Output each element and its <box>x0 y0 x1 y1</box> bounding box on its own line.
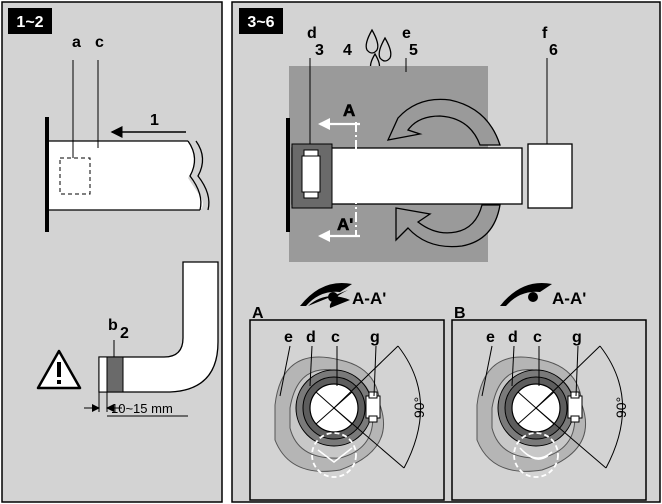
label-b: b <box>108 317 118 334</box>
wrap-arrow-top <box>386 98 501 146</box>
label-d: d <box>307 25 317 42</box>
dimension-label: 10~15 mm <box>111 401 173 416</box>
drain-point-a <box>311 432 357 478</box>
pipe-end-cap <box>98 356 108 393</box>
subpanel-a-label-d: d <box>306 329 316 346</box>
panel-left: 1~2 a c 1 b 2 <box>1 1 223 503</box>
label-c: c <box>95 34 104 51</box>
pipe-right <box>291 143 573 209</box>
subpanel-a-letter: A <box>252 305 264 322</box>
step-4-number: 4 <box>343 42 352 59</box>
angle-label-a: 90° <box>411 397 427 418</box>
subpanel-b-label-g: g <box>572 329 582 346</box>
bent-pipe <box>98 261 219 393</box>
svg-text:3~6: 3~6 <box>247 14 274 31</box>
section-view-a: A A-A' e d c g 90° <box>249 282 445 501</box>
step-badge-1-2: 1~2 <box>8 8 52 34</box>
subpanel-b-view: A-A' <box>552 289 586 308</box>
eye-icon-b <box>500 282 552 306</box>
label-f: f <box>542 25 548 42</box>
dimension-marker <box>84 392 188 417</box>
panel-right: 3~6 d 3 4 e 5 f 6 <box>231 1 661 503</box>
step-1-number: 1 <box>150 112 159 129</box>
section-label-a-prime: A' <box>337 215 353 234</box>
svg-text:1~2: 1~2 <box>16 14 43 31</box>
step-6-number: 6 <box>549 42 558 59</box>
subpanel-b-label-e: e <box>486 329 495 346</box>
insulation-band <box>106 356 124 393</box>
pipe-sleeve-f <box>527 143 573 209</box>
subpanel-a-label-e: e <box>284 329 293 346</box>
section-view-b: B A-A' e d c g 90° <box>451 282 647 501</box>
subpanel-b-letter: B <box>454 305 466 322</box>
subpanel-a-label-g: g <box>370 329 380 346</box>
subpanel-b-label-d: d <box>508 329 518 346</box>
wrap-arrow-bottom <box>395 204 501 248</box>
eye-icon <box>300 282 352 306</box>
step-2-number: 2 <box>120 325 129 342</box>
coupling-nut <box>301 155 321 193</box>
warning-icon <box>36 349 82 390</box>
label-a: a <box>72 34 81 51</box>
step-badge-3-6: 3~6 <box>239 8 283 34</box>
subpanel-a-view: A-A' <box>352 289 386 308</box>
subpanel-b-label-c: c <box>533 329 542 346</box>
label-e: e <box>402 25 411 42</box>
subpanel-a-label-c: c <box>331 329 340 346</box>
inner-pipe-dashed <box>59 157 91 195</box>
section-cut-marker <box>318 118 360 242</box>
angle-label-b: 90° <box>613 397 629 418</box>
clamp-g-b <box>567 395 583 419</box>
step-3-number: 3 <box>315 42 324 59</box>
pipe-top-left <box>49 60 210 211</box>
clamp-g-a <box>365 395 381 419</box>
drain-point-b <box>513 432 559 478</box>
step-5-number: 5 <box>409 42 418 59</box>
section-label-a: A <box>343 101 355 120</box>
